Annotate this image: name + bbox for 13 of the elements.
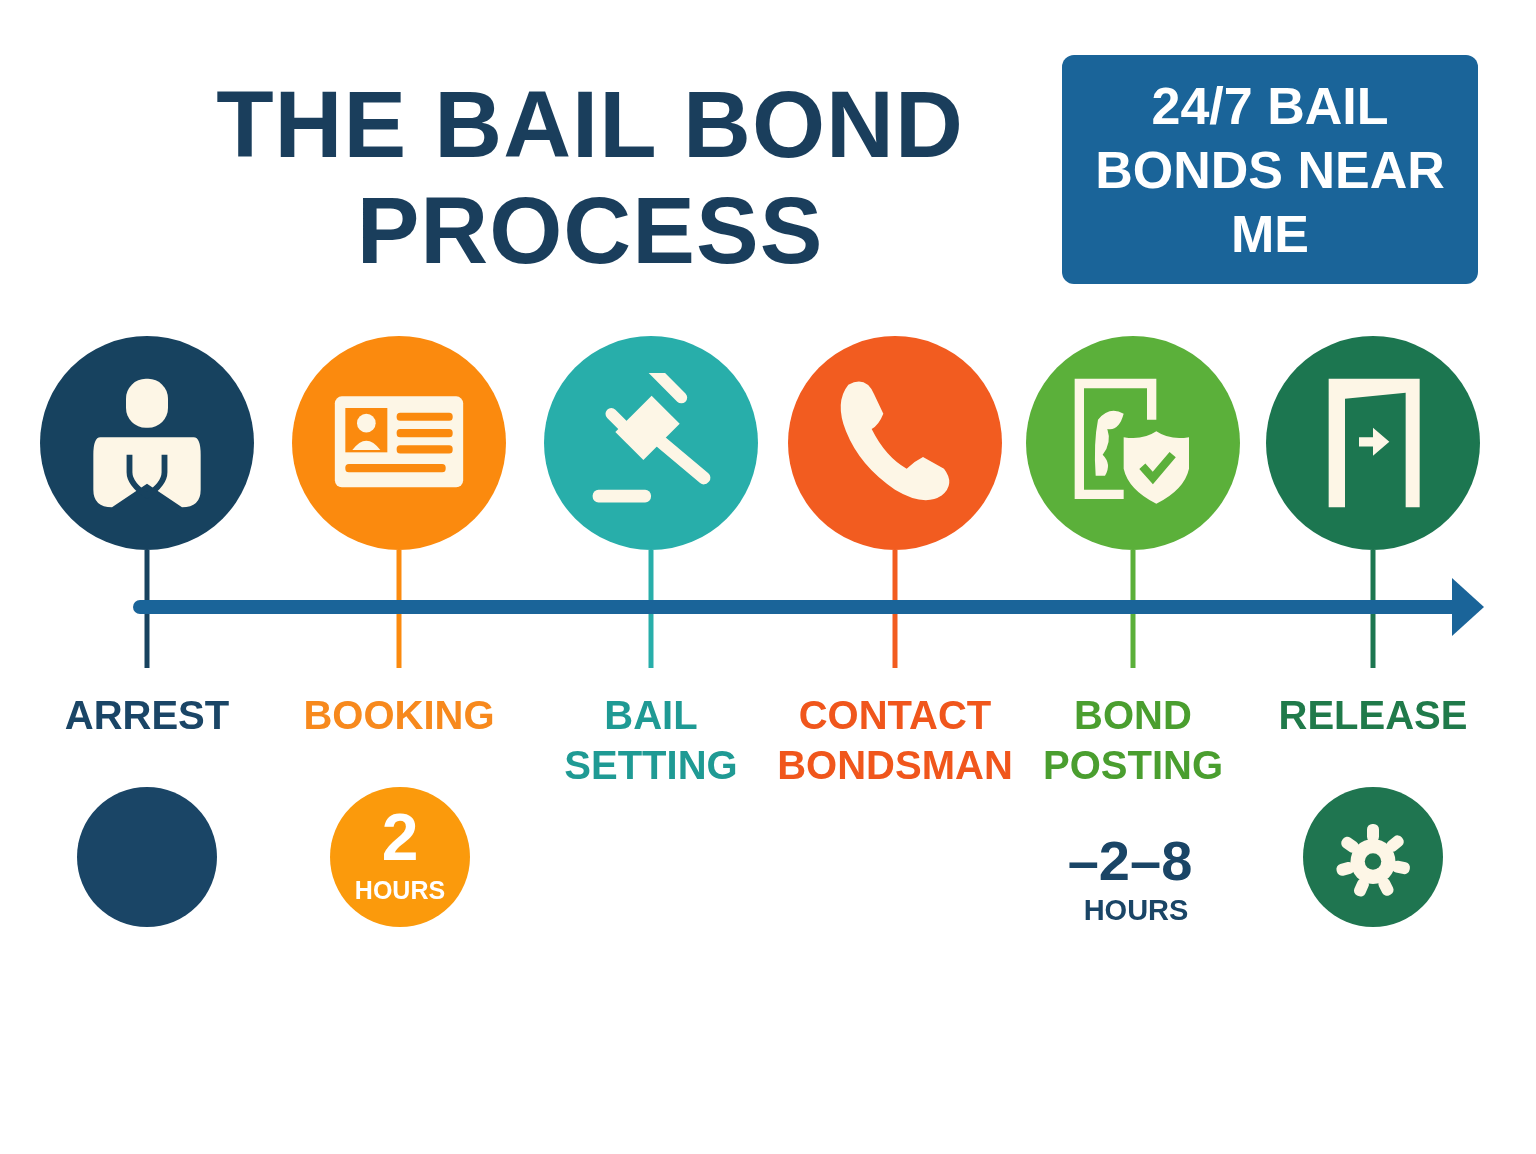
step-label: BOND POSTING	[1042, 692, 1224, 789]
title: THE BAIL BOND PROCESS	[215, 72, 965, 284]
step-label: RELEASE	[1277, 692, 1469, 739]
duration-text: –2–8	[1066, 828, 1194, 894]
banner-box	[1062, 55, 1478, 284]
duration-unit: HOURS	[1082, 893, 1190, 927]
step-label: ARREST	[63, 692, 231, 739]
step-label: BAIL SETTING	[563, 692, 739, 789]
step-label: BOOKING	[302, 692, 496, 739]
duration-unit: HOURS	[353, 875, 447, 905]
step-label: CONTACT BONDSMAN	[776, 692, 1014, 789]
duration-number: 2	[380, 801, 420, 873]
banner-text: 24/7 BAIL BONDS NEAR ME	[1094, 75, 1446, 265]
